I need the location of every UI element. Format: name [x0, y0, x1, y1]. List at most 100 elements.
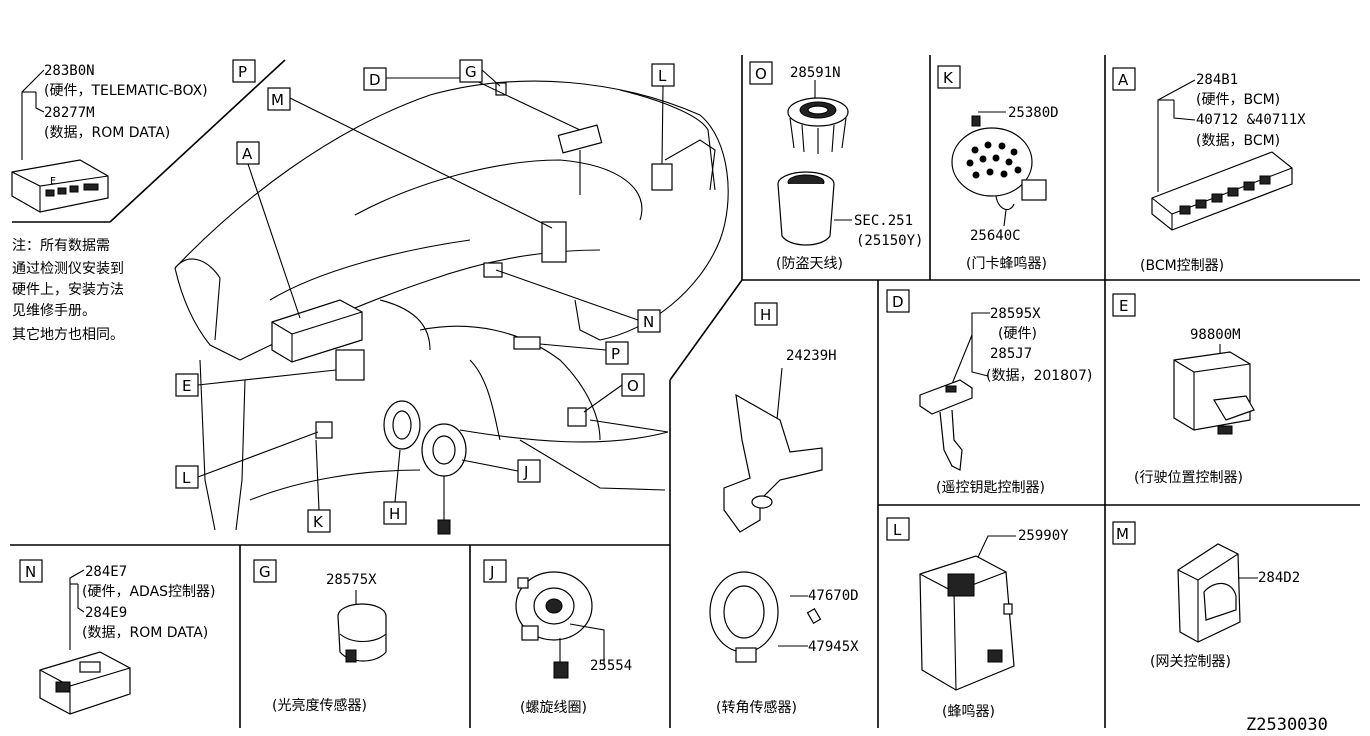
part-number: 47670D	[808, 588, 859, 604]
note-line: 其它地方也相同。	[12, 326, 124, 343]
spiral-cable-drawing	[515, 571, 593, 679]
part-number: 24239H	[786, 348, 837, 364]
callout-letter: K	[313, 513, 324, 531]
panel-letter: J	[489, 563, 494, 581]
caption: (光亮度传感器)	[272, 697, 367, 714]
panel-letter: D	[892, 293, 904, 311]
part-number: 283B0N	[44, 63, 95, 79]
caption: (BCM控制器)	[1140, 258, 1224, 274]
position-controller-drawing	[1173, 351, 1255, 435]
part-note: (硬件，ADAS控制器)	[82, 584, 216, 600]
panel-letter: K	[943, 69, 954, 87]
door-buzzer-drawing	[951, 127, 1047, 211]
part-number: 284D2	[1258, 570, 1300, 586]
panel-letter: M	[1116, 525, 1129, 543]
part-note: (数据，201807)	[986, 368, 1092, 384]
position-controller	[335, 349, 365, 381]
panel-letter: A	[1118, 71, 1129, 89]
part-number: 25990Y	[1018, 528, 1069, 544]
steering-angle-sensor-drawing	[709, 571, 779, 663]
callout-letter: L	[182, 469, 191, 487]
adas-unit	[483, 262, 503, 278]
diagram-code: Z2530030	[1246, 715, 1328, 735]
telematic-unit	[513, 336, 541, 350]
panel-e: E 98800M (行驶位置控制器)	[1112, 293, 1255, 486]
caption: (遥控钥匙控制器)	[936, 480, 1045, 496]
part-number: 40712 &40711X	[1196, 112, 1306, 128]
bracket-drawing	[723, 393, 823, 533]
panel-j: J 25554 (螺旋线圈)	[483, 559, 632, 716]
light-sensor-drawing	[337, 603, 387, 663]
callout-letter: G	[465, 63, 477, 81]
part-number: 28595X	[990, 306, 1041, 322]
panel-a: A 284B1 (硬件，BCM) 40712 &40711X (数据，BCM) …	[1112, 67, 1306, 274]
buzzer-l	[651, 163, 673, 191]
panel-l: L 25990Y (蜂鸣器)	[886, 517, 1069, 720]
part-note: (硬件)	[998, 326, 1037, 342]
note-line: 注：所有数据需	[12, 238, 110, 254]
part-number: SEC.251	[854, 213, 913, 229]
note-line: 硬件上，安装方法	[12, 282, 124, 298]
callout-letter: A	[242, 145, 253, 163]
part-note: (数据，BCM)	[1196, 133, 1280, 149]
panel-letter: N	[25, 563, 36, 581]
caption: (转角传感器)	[716, 699, 797, 716]
dashboard-overview: D G L M A N P O E L J H K	[174, 59, 729, 535]
part-number: 284B1	[1196, 72, 1238, 88]
antenna-unit	[567, 407, 587, 427]
callout-letter: H	[389, 505, 400, 523]
caption: (防盗天线)	[776, 256, 843, 272]
panel-h: H 24239H 47670D 47945X (转角传感器)	[709, 302, 859, 716]
adas-controller-drawing	[39, 651, 131, 715]
part-note: (数据，ROM DATA)	[82, 625, 208, 641]
panel-n: N 284E7 (硬件，ADAS控制器) 284E9 (数据，ROM DATA)	[19, 559, 216, 715]
callout-letter: P	[611, 345, 620, 363]
buzzer-unit	[315, 421, 333, 439]
part-note: (硬件，TELEMATIC-BOX)	[44, 83, 208, 99]
panel-letter: G	[259, 563, 271, 581]
callout-letter: L	[658, 67, 667, 85]
antenna-ring-drawing	[787, 97, 849, 154]
part-number: (25150Y)	[856, 233, 923, 249]
panel-k: K 25380D 25640C (门卡蜂鸣器)	[937, 65, 1059, 272]
note-line: 见维修手册。	[12, 303, 96, 319]
callout-letter: N	[643, 313, 654, 331]
callout-letter: D	[369, 71, 381, 89]
callout-letter: M	[271, 91, 284, 109]
part-number: 285J7	[990, 346, 1032, 362]
panel-letter-box	[232, 59, 256, 83]
panel-o: O 28591N SEC.251 (25150Y) (防盗天线)	[749, 61, 923, 272]
part-number: 47945X	[808, 639, 859, 655]
callout-p	[539, 343, 607, 351]
telematic-box-drawing: E	[11, 159, 109, 213]
buzzer-module-drawing	[919, 555, 1015, 691]
panel-p: P 283B0N (硬件，TELEMATIC-BOX) 28277M (数据，R…	[11, 59, 256, 213]
panel-d: D 28595X (硬件) 285J7 (数据，201807) (遥控钥匙控制器…	[886, 289, 1092, 496]
part-note: (硬件，BCM)	[1196, 92, 1280, 108]
panel-m: M 284D2 (网关控制器)	[1112, 521, 1300, 670]
bcm-module-drawing	[1151, 151, 1293, 231]
caption: (蜂鸣器)	[942, 703, 995, 720]
svg-text:E: E	[50, 176, 56, 187]
part-number: 28575X	[326, 572, 377, 588]
part-note: (数据，ROM DATA)	[44, 125, 170, 141]
light-sensor	[495, 82, 507, 96]
part-number: 25554	[590, 658, 632, 674]
part-number: 28591N	[790, 65, 841, 81]
key-controller-drawing	[919, 379, 973, 471]
bcm-unit	[271, 299, 363, 363]
key-controller	[557, 124, 603, 154]
panel-g: G 28575X (光亮度传感器)	[253, 559, 387, 714]
caption: (螺旋线圈)	[520, 700, 587, 716]
part-number: 25640C	[970, 228, 1021, 244]
panel-letter: P	[238, 63, 247, 81]
gateway-unit	[541, 221, 567, 263]
gateway-controller-drawing	[1177, 543, 1241, 643]
panel-letter: L	[893, 521, 902, 539]
panel-letter: H	[760, 306, 771, 324]
part-number: 284E9	[85, 605, 127, 621]
part-number: 28277M	[44, 105, 95, 121]
section-dividers	[10, 55, 1360, 728]
part-number: 98800M	[1190, 327, 1241, 343]
